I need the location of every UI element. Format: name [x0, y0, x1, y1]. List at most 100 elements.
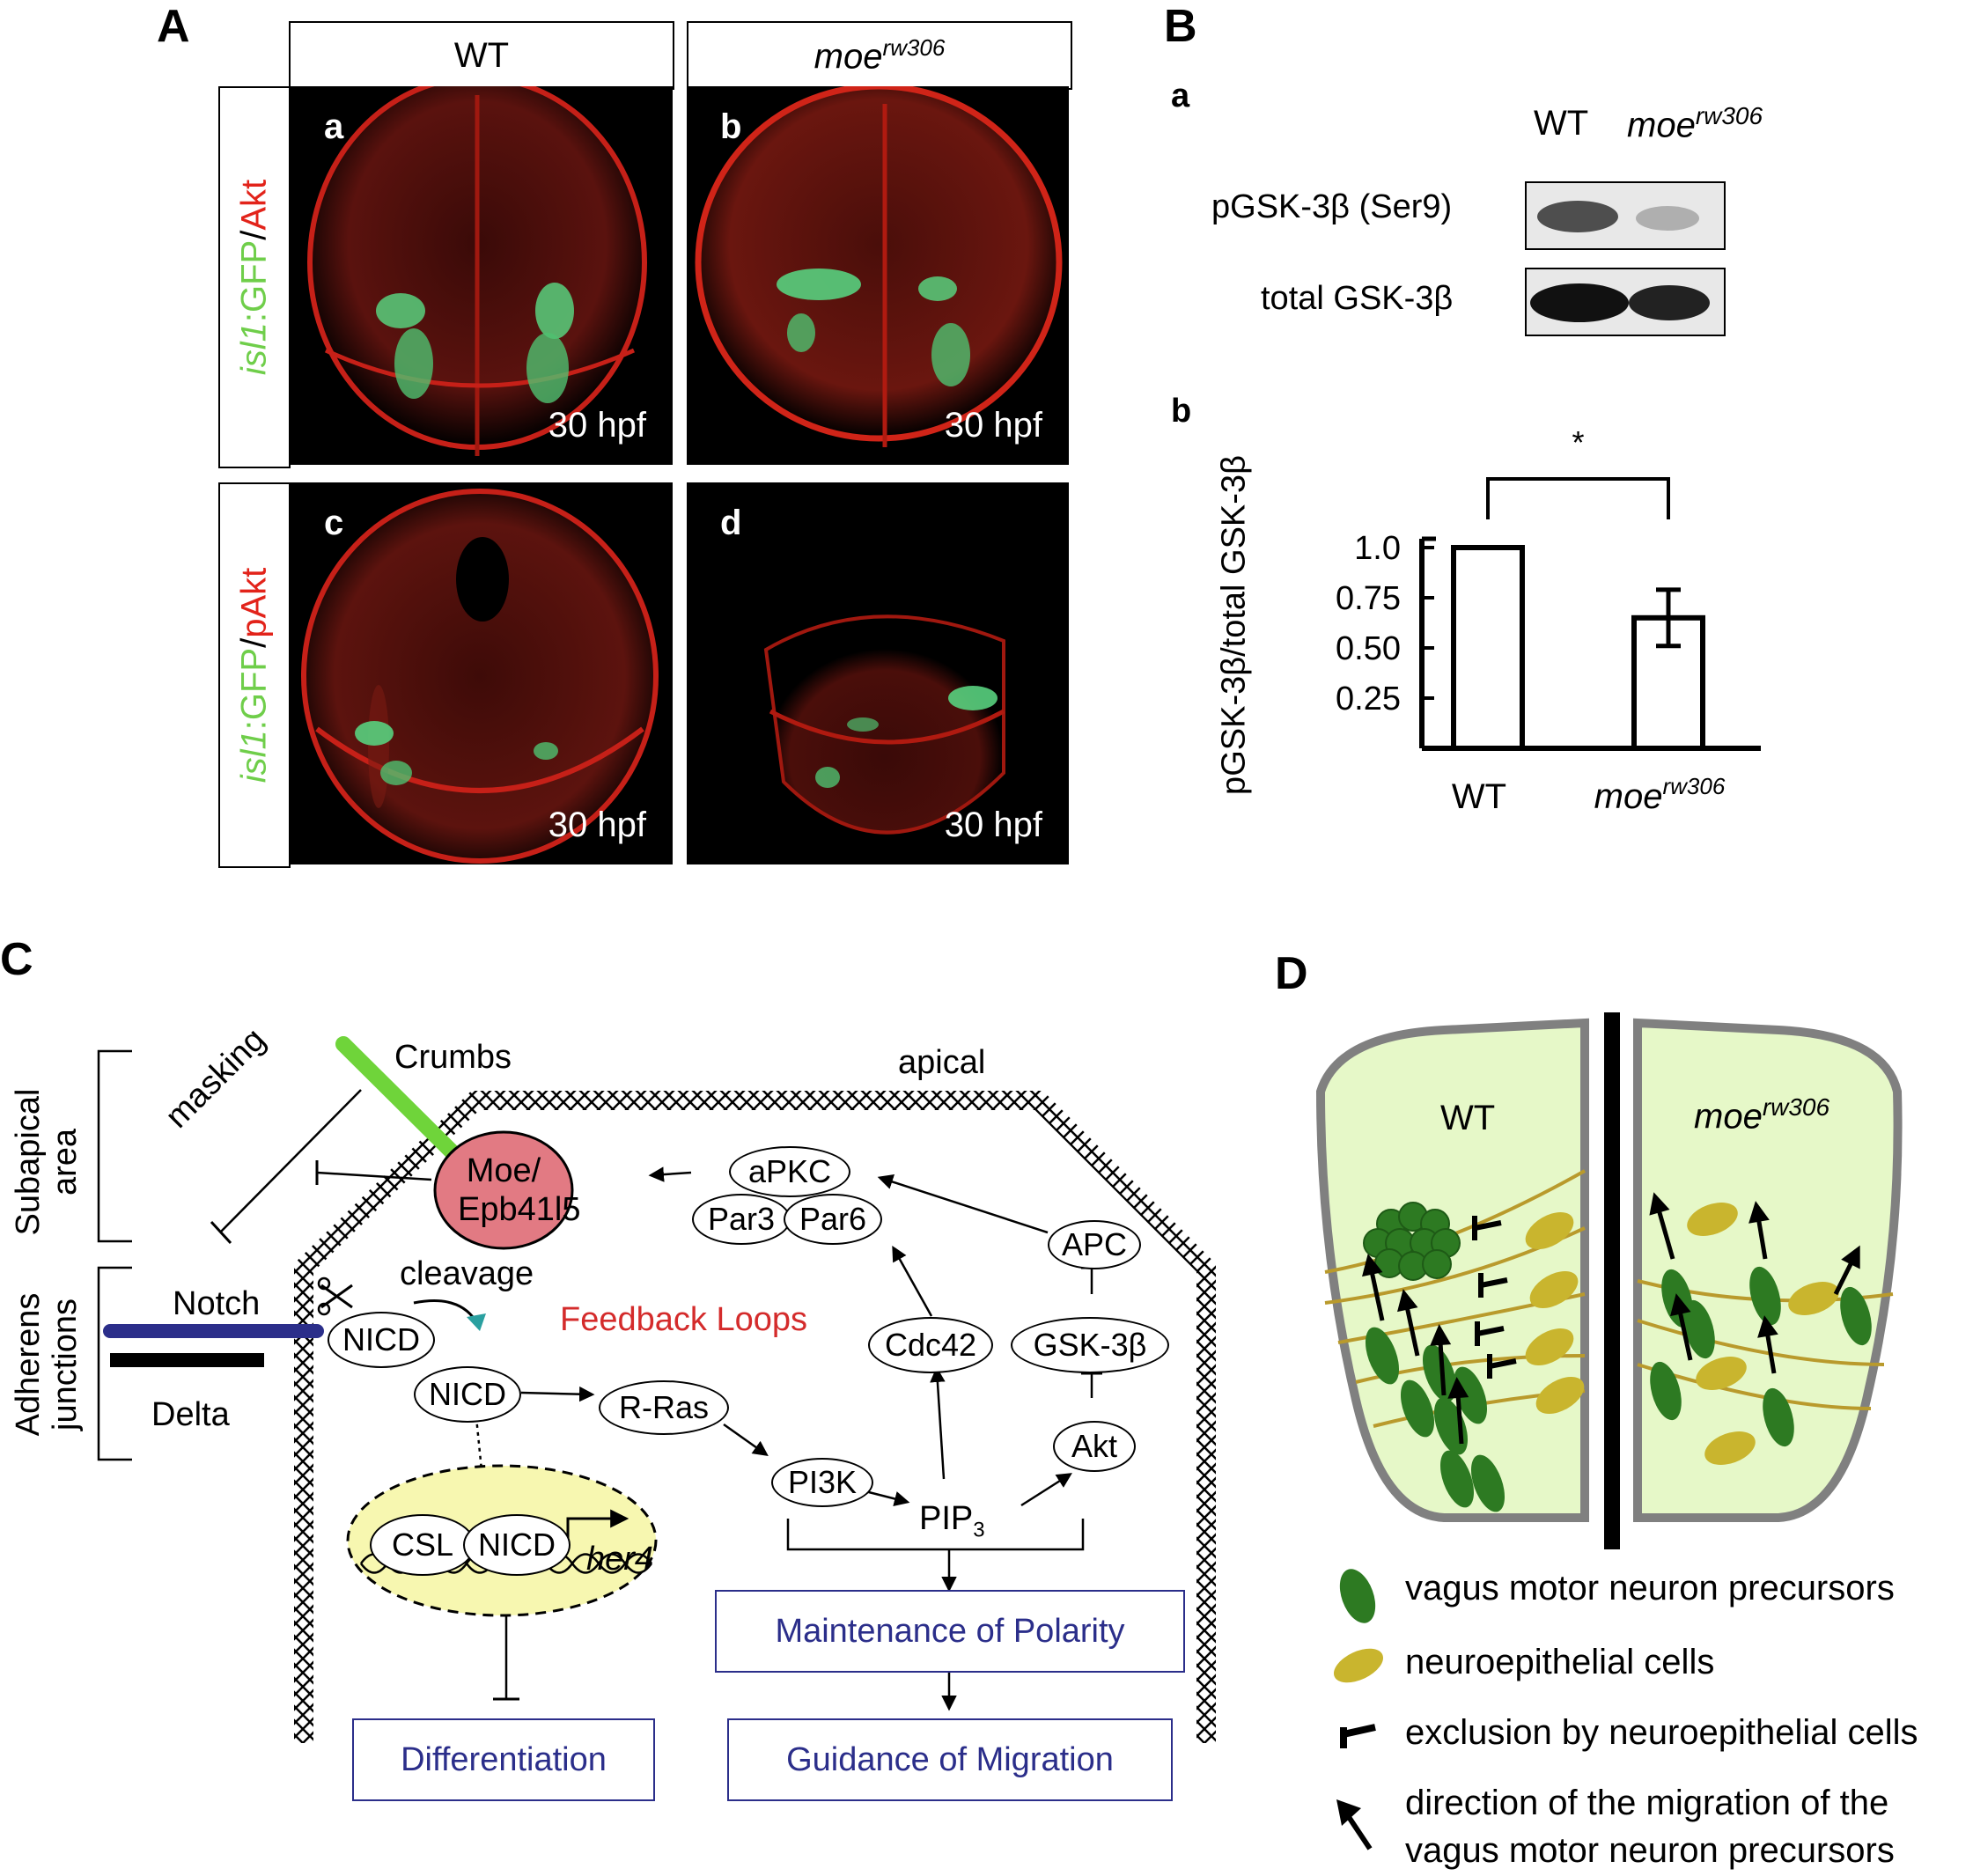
chart-significance-bracket	[1486, 477, 1670, 519]
crumbs-label: Crumbs	[394, 1039, 512, 1076]
migration-arrow-head	[1670, 1293, 1691, 1317]
row-header-akt: isl1:GFP/Akt	[218, 86, 291, 468]
scissors-icon	[317, 1276, 353, 1316]
micrograph-d: d 30 hpf	[687, 482, 1069, 864]
blot-row-pgsk: pGSK-3β (Ser9)	[1211, 188, 1453, 225]
exclusion-stem	[1474, 1220, 1502, 1231]
blot-column-moe: moerw306	[1627, 102, 1763, 145]
neuroepithelial-cell	[1788, 1282, 1839, 1315]
precursor-cell	[1749, 1266, 1781, 1326]
par6-node: Par6	[784, 1194, 882, 1245]
apkc-node: aPKC	[729, 1146, 850, 1197]
pathway-diagram	[97, 1036, 1216, 1743]
neuroepithelial-cell	[1525, 1328, 1574, 1366]
legend-exclusion-icon	[1340, 1724, 1376, 1748]
legend-migration-text-line2: vagus motor neuron precursors	[1405, 1831, 1895, 1870]
precursor-cell	[1683, 1299, 1715, 1359]
moe-node	[433, 1130, 574, 1250]
cell-membrane	[294, 1091, 1216, 1743]
maintenance-of-polarity-box: Maintenance of Polarity	[715, 1590, 1185, 1673]
blot-band-total-gsk	[1525, 268, 1726, 336]
neuroepithelial-cell	[1535, 1376, 1585, 1415]
nicd-membrane-node: NICD	[328, 1312, 435, 1368]
masking-line	[219, 1089, 362, 1233]
par3-node: Par3	[692, 1194, 791, 1245]
migration-arrow-head	[1649, 1192, 1670, 1216]
blot-row-total-gsk: total GSK-3β	[1261, 280, 1454, 317]
her4-label: her4	[586, 1541, 654, 1578]
moe-inhibit-line	[316, 1171, 432, 1181]
notch-label: Notch	[173, 1285, 261, 1322]
precursor-cluster-cell	[1422, 1249, 1452, 1279]
precursor-cell	[1840, 1286, 1872, 1346]
migration-arrow-head	[1397, 1289, 1418, 1313]
cleavage-arrow	[413, 1299, 477, 1321]
micrograph-d-stage: 30 hpf	[944, 806, 1042, 844]
migration-arrow-head	[1430, 1324, 1452, 1346]
blot-column-wt: WT	[1534, 104, 1589, 143]
micrograph-d-image	[763, 614, 1005, 835]
legend-precursor-text: vagus motor neuron precursors	[1405, 1569, 1895, 1607]
micrograph-a: a 30 hpf	[291, 86, 673, 465]
neuroepithelial-cell	[1687, 1203, 1738, 1236]
adherens-bracket	[97, 1266, 132, 1461]
apc-node: APC	[1048, 1220, 1141, 1269]
moe-label-d: moerw306	[1694, 1093, 1830, 1137]
panel-b-sub-a: a	[1171, 77, 1190, 114]
precursor-cell	[1365, 1327, 1400, 1385]
apical-label: apical	[898, 1044, 986, 1081]
micrograph-b-stage: 30 hpf	[944, 406, 1042, 445]
chart-category-moe: moerw306	[1594, 773, 1726, 816]
neuroepithelial-cell	[1704, 1431, 1756, 1465]
migration-arrow-head	[1362, 1254, 1383, 1277]
moe-label: Moe/Epb41l5	[458, 1152, 581, 1228]
precursor-cell	[1650, 1361, 1682, 1421]
exclusion-stem	[1480, 1277, 1508, 1288]
subapical-bracket	[97, 1049, 132, 1243]
exclusion-stem	[1489, 1358, 1517, 1369]
blot-band-pgsk	[1525, 181, 1726, 250]
chart-category-wt: WT	[1452, 777, 1506, 816]
pip3-label: PIP3	[919, 1500, 985, 1542]
blot-band-pgsk-image	[1537, 201, 1699, 232]
neuroepithelial-cell	[1696, 1357, 1747, 1390]
neuroepithelial-cell	[1525, 1211, 1574, 1250]
akt-node: Akt	[1053, 1421, 1136, 1472]
cdc42-node: Cdc42	[868, 1317, 993, 1373]
rras-node: R-Ras	[599, 1380, 729, 1435]
micrograph-c-tag: c	[324, 504, 344, 542]
chart-significance-star: *	[1572, 424, 1584, 460]
micrograph-b-image	[695, 86, 1063, 447]
legend-precursor-icon	[1339, 1569, 1376, 1623]
blot-band-total-gsk-image	[1530, 283, 1710, 322]
precursor-cell	[1422, 1344, 1457, 1402]
chart-ytick-label: 0.25	[1336, 681, 1401, 717]
differentiation-box: Differentiation	[352, 1718, 655, 1801]
row-header-pakt: isl1:GFP/pAkt	[218, 482, 291, 868]
migration-arrow-head	[1757, 1315, 1778, 1338]
guidance-of-migration-box: Guidance of Migration	[727, 1718, 1173, 1801]
legend-migration-icon	[1336, 1799, 1373, 1850]
crumbs-rod	[335, 1036, 470, 1170]
micrograph-b-tag: b	[720, 107, 742, 146]
migration-arrow-head	[1447, 1377, 1469, 1399]
delta-label: Delta	[151, 1396, 230, 1433]
column-header-wt: WT	[289, 21, 674, 90]
micrograph-c-stage: 30 hpf	[548, 806, 646, 844]
micrograph-d-tag: d	[720, 504, 742, 542]
midline-divider	[1604, 1012, 1620, 1549]
micrograph-c: c 30 hpf	[291, 482, 673, 864]
cleavage-label: cleavage	[400, 1255, 534, 1292]
chart-ytick-label: 0.50	[1336, 630, 1401, 667]
panel-b-letter: B	[1164, 1, 1197, 52]
chart-ytick-label: 0.75	[1336, 580, 1401, 617]
panel-a-letter: A	[157, 1, 190, 52]
feedback-loops-label: Feedback Loops	[560, 1301, 807, 1338]
migration-schematic	[1315, 1012, 1903, 1549]
nicd-nucleus-node: NICD	[463, 1514, 571, 1576]
precursor-cell	[1439, 1450, 1475, 1508]
precursor-cell	[1400, 1379, 1435, 1438]
migration-arrow-head	[1748, 1201, 1770, 1224]
micrograph-b: b 30 hpf	[687, 86, 1069, 465]
